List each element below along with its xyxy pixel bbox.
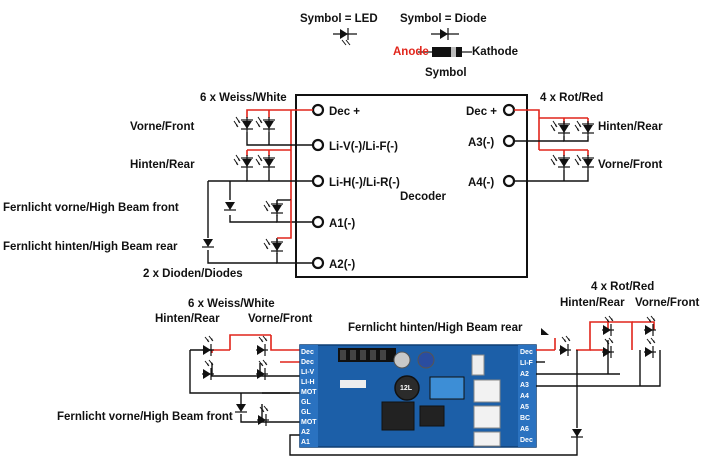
led-high-beam-rear <box>263 238 284 255</box>
board-pin-r-4: A4 <box>520 393 529 400</box>
board-pin-l-4: MOT <box>301 389 317 396</box>
terminal-li-v <box>311 138 325 152</box>
top-label-diodes: 2 x Dioden/Diodes <box>143 268 243 280</box>
led-b-front-1 <box>255 335 269 357</box>
decoder-label: Decoder <box>400 191 447 203</box>
board-pin-l-1: Dec <box>301 359 314 366</box>
bottom-label-red-rear: Hinten/Rear <box>560 297 625 309</box>
led-red-front-2 <box>574 154 595 171</box>
bottom-label-red-front: Vorne/Front <box>635 297 699 309</box>
board-left-pins: Dec Dec LI-V LI-H MOT GL GL MOT A2 A1 <box>301 349 317 446</box>
led-red-rear-2 <box>574 120 595 137</box>
board-pin-r-3: A3 <box>520 382 529 389</box>
terminal-a1 <box>311 215 325 229</box>
diode-b-high-front <box>234 403 248 413</box>
led-b-front-2 <box>255 359 269 381</box>
board-pin-l-3: LI-H <box>301 379 315 386</box>
legend-symbol: Symbol <box>425 67 467 79</box>
terminal-a3 <box>502 134 516 148</box>
top-label-red-front: Vorne/Front <box>598 159 662 171</box>
diode-high-beam-rear <box>201 238 215 248</box>
board-pin-l-2: LI-V <box>301 369 315 376</box>
pin-dec-plus-right: Dec + <box>466 106 497 118</box>
board-pin-r-8: Dec <box>520 437 533 444</box>
led-high-beam-front <box>263 200 284 217</box>
board-pin-l-9: A1 <box>301 439 310 446</box>
top-label-red: 4 x Rot/Red <box>540 92 603 104</box>
bottom-label-front: Vorne/Front <box>248 313 312 325</box>
pin-a2: A2(-) <box>329 259 355 271</box>
pin-li-h: Li-H(-)/Li-R(-) <box>329 177 400 189</box>
legend-kathode: Kathode <box>472 46 518 58</box>
led-b-high-front <box>256 405 270 427</box>
diode-symbol-icon <box>431 28 459 40</box>
top-label-rear: Hinten/Rear <box>130 159 195 171</box>
legend-diode-title: Symbol = Diode <box>400 13 487 25</box>
top-label-white: 6 x Weiss/White <box>200 92 287 104</box>
pin-a4: A4(-) <box>468 177 494 189</box>
board-pin-r-7: A6 <box>520 426 529 433</box>
pin-dec-plus-left: Dec + <box>329 106 360 118</box>
terminal-a4 <box>502 174 516 188</box>
diode-high-beam-front <box>223 201 237 211</box>
pin-a1: A1(-) <box>329 218 355 230</box>
bottom-label-rear: Hinten/Rear <box>155 313 220 325</box>
led-b-red-front-2 <box>643 337 657 359</box>
diode-component-icon <box>418 47 472 57</box>
board-pin-l-6: GL <box>301 409 311 416</box>
bottom-label-high-front: Fernlicht vorne/High Beam front <box>57 411 233 423</box>
led-b-high-rear <box>558 335 572 357</box>
chip-text: 12L <box>400 385 413 392</box>
board-right-pins: Dec LI-F A2 A3 A4 A5 BC A6 Dec <box>520 349 534 444</box>
board-pin-l-5: GL <box>301 399 311 406</box>
terminal-a2 <box>311 256 325 270</box>
top-label-high-front: Fernlicht vorne/High Beam front <box>3 202 179 214</box>
board-pin-l-8: A2 <box>301 429 310 436</box>
bottom-label-white: 6 x Weiss/White <box>188 298 275 310</box>
decoder-box <box>295 94 528 278</box>
diode-b-high-rear <box>570 428 584 438</box>
wire-board-left <box>189 334 578 456</box>
bottom-label-high-rear: Fernlicht hinten/High Beam rear <box>348 322 523 334</box>
pin-a3: A3(-) <box>468 137 494 149</box>
board-pin-r-1: LI-F <box>520 360 534 367</box>
terminal-dec-plus-right <box>502 103 516 117</box>
legend-anode: Anode <box>393 46 429 58</box>
top-label-red-rear: Hinten/Rear <box>598 121 663 133</box>
top-label-front: Vorne/Front <box>130 121 194 133</box>
board-pin-r-6: BC <box>520 415 530 422</box>
led-red-front-1 <box>550 154 571 171</box>
led-symbol-icon <box>333 28 357 46</box>
wire-board-right <box>536 321 661 428</box>
bottom-label-red: 4 x Rot/Red <box>591 281 654 293</box>
terminal-li-h <box>311 174 325 188</box>
board-pin-r-5: A5 <box>520 404 529 411</box>
led-white-rear-1 <box>233 154 254 171</box>
led-red-rear-1 <box>550 120 571 137</box>
board-pin-r-0: Dec <box>520 349 533 356</box>
terminal-dec-plus-left <box>311 103 325 117</box>
board-pin-r-2: A2 <box>520 371 529 378</box>
wire-dec-plus-left <box>246 109 313 200</box>
arrow-high-rear <box>541 328 549 335</box>
led-white-rear-2 <box>255 154 276 171</box>
led-white-front-1 <box>233 116 254 133</box>
led-white-front-2 <box>255 116 276 133</box>
pin-li-v: Li-V(-)/Li-F(-) <box>329 141 398 153</box>
board-pin-l-0: Dec <box>301 349 314 356</box>
decoder-board <box>299 344 537 448</box>
top-label-high-rear: Fernlicht hinten/High Beam rear <box>3 241 178 253</box>
legend-led-title: Symbol = LED <box>300 13 378 25</box>
board-pin-l-7: MOT <box>301 419 317 426</box>
